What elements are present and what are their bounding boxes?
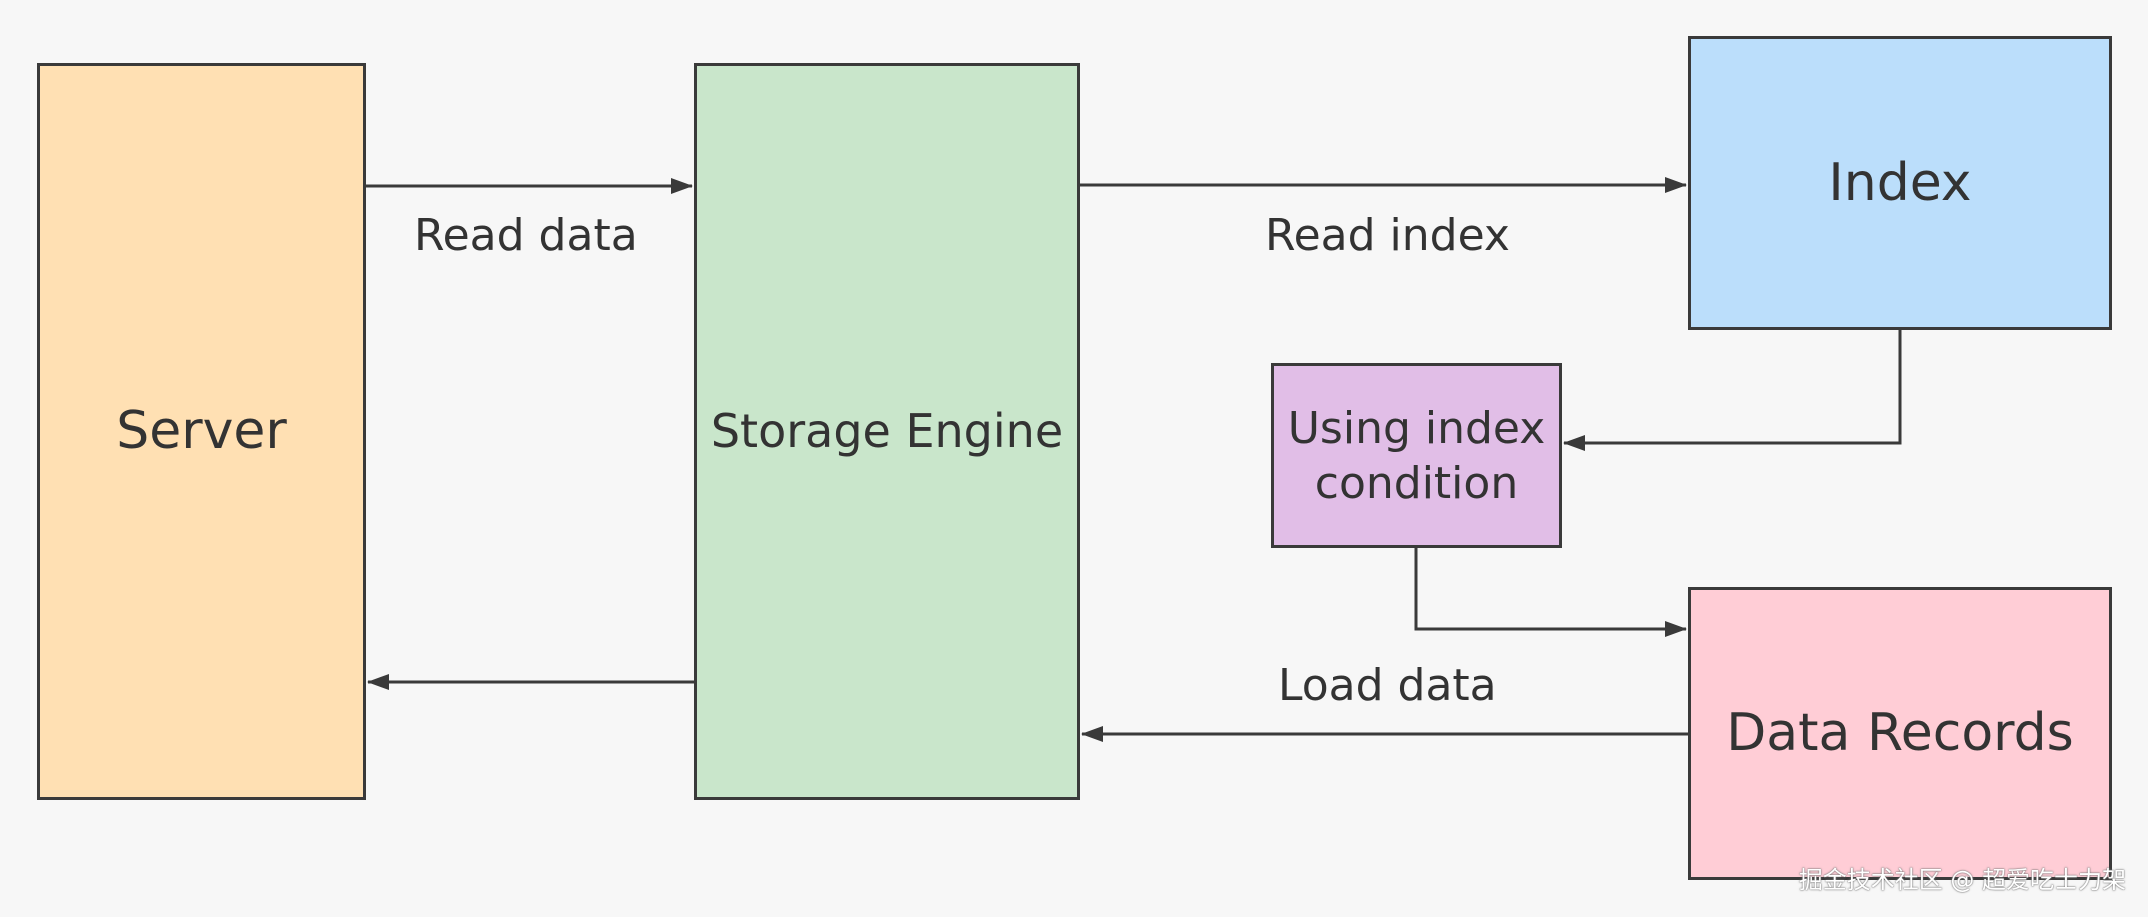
using-index-condition-node: Using index condition [1271, 363, 1562, 548]
server-label: Server [116, 401, 287, 461]
data-records-node: Data Records [1688, 587, 2112, 880]
watermark: 掘金技术社区 @ 超爱吃士力架 [1798, 866, 2126, 894]
index-label: Index [1828, 152, 1972, 213]
storage-engine-label: Storage Engine [710, 403, 1064, 458]
read-index-label: Read index [1265, 210, 1510, 261]
edge-index-to-icp [1563, 330, 1902, 451]
using-index-condition-label: Using index condition [1287, 402, 1546, 509]
storage-engine-node: Storage Engine [694, 63, 1080, 800]
load-data-label: Load data [1278, 660, 1497, 711]
data-records-label: Data Records [1726, 703, 2074, 763]
edge-icp-to-records [1414, 548, 1687, 637]
index-node: Index [1688, 36, 2112, 330]
read-data-label: Read data [414, 210, 638, 261]
server-node: Server [37, 63, 366, 800]
